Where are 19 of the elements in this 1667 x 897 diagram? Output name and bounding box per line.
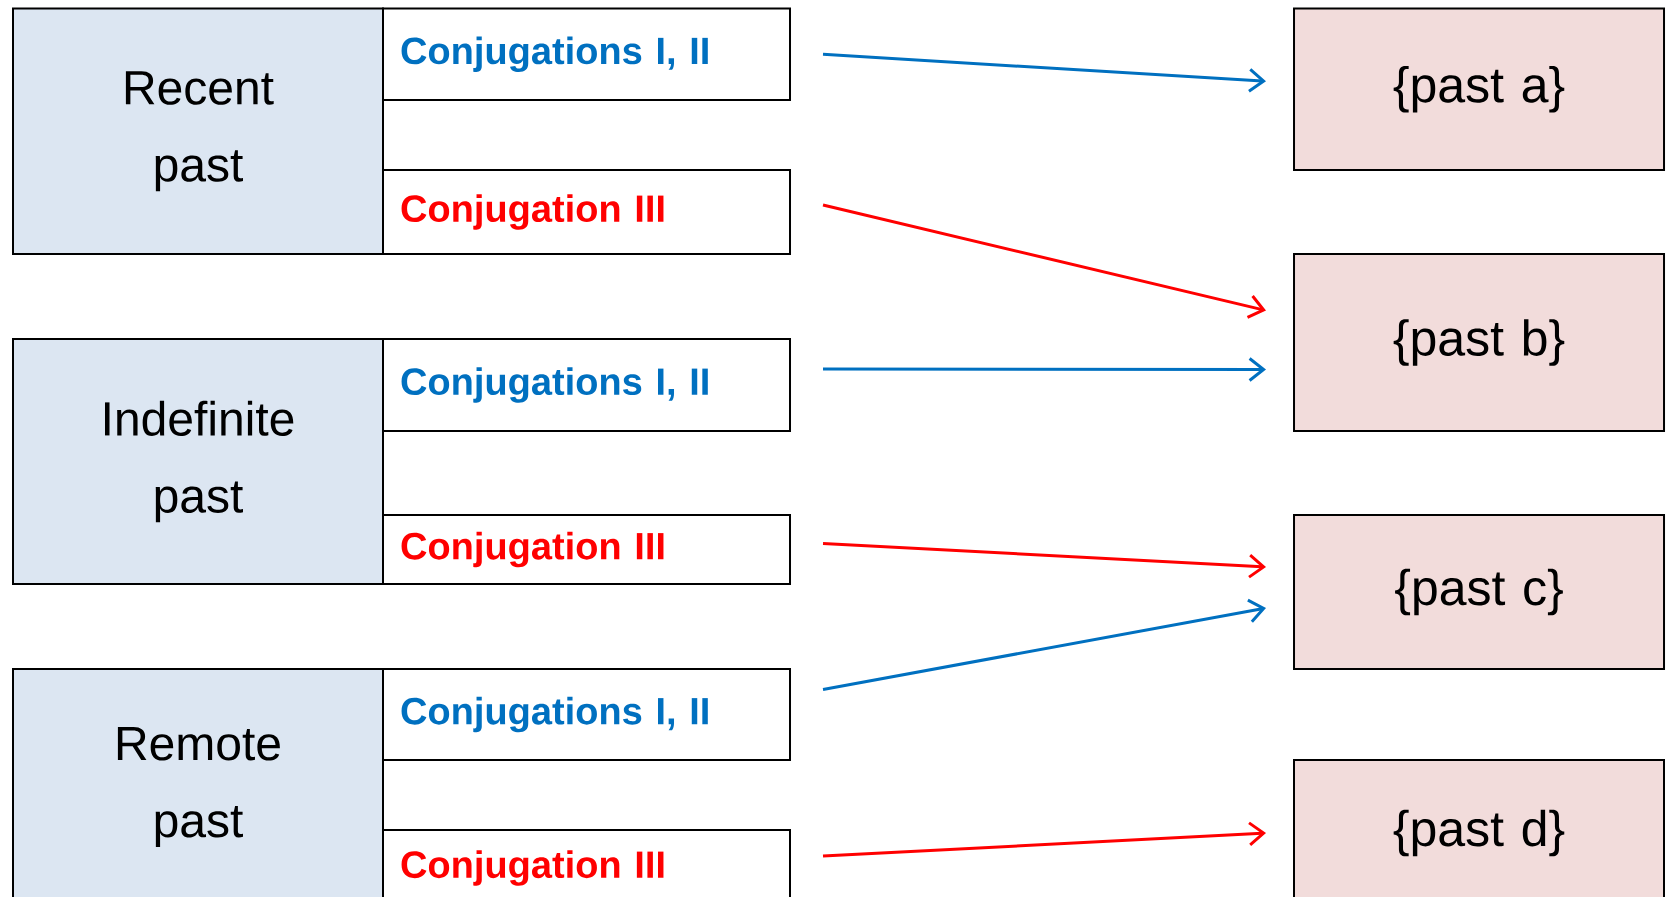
conjugation-box: Conjugation III (382, 169, 791, 255)
conjugation-box: Conjugations I, II (382, 7, 791, 101)
past-form-box: {past b} (1293, 253, 1665, 432)
conjugation-box: Conjugations I, II (382, 668, 791, 761)
arrow (822, 598, 1266, 691)
arrow (822, 821, 1266, 858)
tense-box: Recent past (12, 7, 384, 255)
conjugation-box: Conjugations I, II (382, 338, 791, 432)
conjugation-box: Conjugation III (382, 829, 791, 897)
arrow (822, 52, 1266, 93)
past-form-box: {past d} (1293, 759, 1665, 897)
tense-box: Remote past (12, 668, 384, 897)
arrow (822, 542, 1266, 579)
past-form-box: {past c} (1293, 514, 1665, 670)
tense-box: Indefinite past (12, 338, 384, 585)
arrow (823, 357, 1266, 382)
arrow (822, 203, 1267, 319)
past-form-box: {past a} (1293, 7, 1665, 171)
conjugation-box: Conjugation III (382, 514, 791, 585)
